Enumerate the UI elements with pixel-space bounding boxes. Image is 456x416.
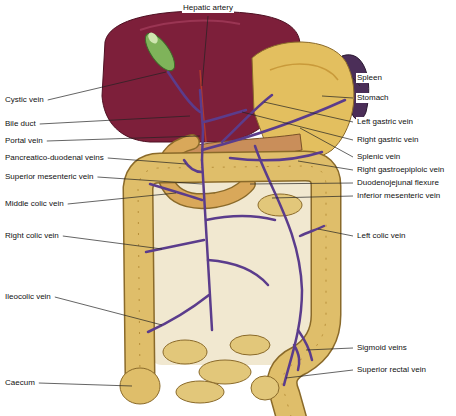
part-label: Right gastroepiploic vein: [356, 165, 445, 175]
part-label: Hepatic artery: [182, 3, 234, 13]
part-label: Superior rectal vein: [356, 365, 427, 375]
part-label: Sigmoid veins: [356, 343, 408, 353]
leader-line: [306, 348, 353, 350]
leader-line: [318, 229, 353, 236]
part-label: Caecum: [4, 378, 36, 388]
part-label: Left colic vein: [356, 231, 406, 241]
leader-line: [68, 193, 176, 204]
leader-line: [300, 128, 353, 157]
leader-line: [286, 370, 353, 378]
leader-line: [39, 383, 132, 386]
part-label: Right gastric vein: [356, 135, 419, 145]
leader-line: [202, 16, 208, 86]
colon-outline: [138, 166, 326, 416]
part-label: Pancreatico-duodenal veins: [4, 153, 105, 163]
part-label: Bile duct: [4, 119, 37, 129]
leader-line: [40, 116, 190, 124]
colon: [138, 166, 326, 416]
part-label: Spleen: [356, 73, 383, 83]
leader-line: [250, 183, 353, 184]
leader-line: [272, 196, 353, 198]
leader-line: [242, 112, 353, 140]
leader-line: [108, 158, 186, 164]
leader-line: [55, 297, 162, 325]
part-label: Stomach: [356, 93, 390, 103]
portal-venous-system: [146, 72, 345, 385]
part-label: Ileocolic vein: [4, 292, 52, 302]
stomach-shading: [270, 64, 338, 80]
small-intestine: [163, 194, 302, 403]
part-label: Splenic vein: [356, 152, 401, 162]
part-label: Right colic vein: [4, 231, 60, 241]
part-label: Middle colic vein: [4, 199, 65, 209]
mesentery: [150, 180, 315, 365]
part-label: Cystic vein: [4, 95, 45, 105]
part-label: Inferior mesenteric vein: [356, 191, 441, 201]
gallbladder: [140, 29, 180, 75]
part-label: Left gastric vein: [356, 117, 414, 127]
part-label: Duodenojejunal flexure: [356, 178, 440, 188]
part-label: Superior mesenteric vein: [4, 172, 94, 182]
leader-line: [97, 177, 202, 184]
leader-line: [264, 102, 353, 122]
gallbladder-highlight: [146, 31, 159, 45]
part-label: Portal vein: [4, 136, 44, 146]
liver-shading: [140, 21, 240, 30]
leader-line: [298, 161, 353, 170]
leader-line: [322, 96, 353, 98]
leader-line: [47, 136, 200, 141]
colon-haustra: [138, 166, 326, 416]
leader-line: [48, 72, 166, 100]
leader-line: [63, 236, 162, 249]
